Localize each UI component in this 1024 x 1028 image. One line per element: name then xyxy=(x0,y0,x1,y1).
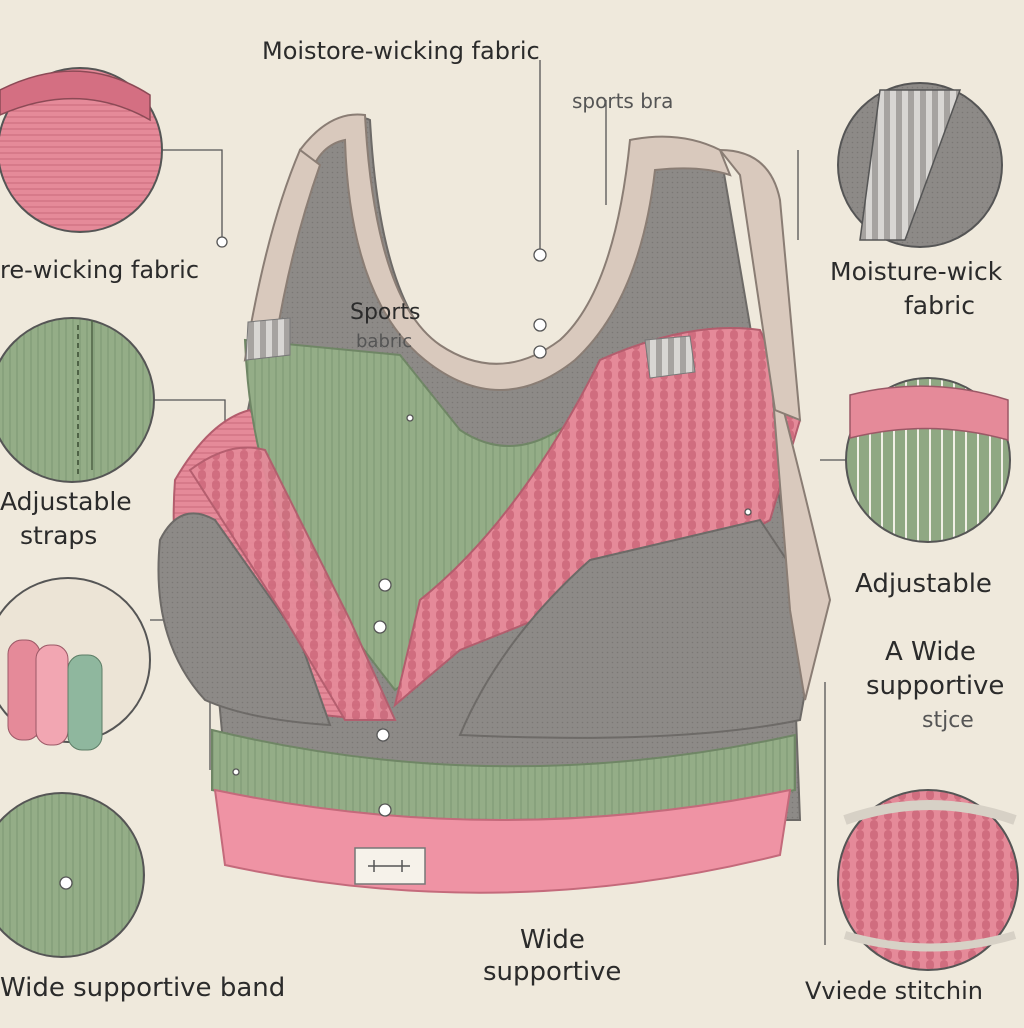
label-sports: Sports xyxy=(350,300,421,325)
detail-circle-left-3 xyxy=(0,577,151,751)
label-left-wicking: re-wicking fabric xyxy=(0,256,200,284)
pointer-dot xyxy=(216,236,228,248)
detail-circle-right-3 xyxy=(837,789,1019,971)
pointer-dot xyxy=(744,508,752,516)
label-right-wide-3: stjce xyxy=(922,708,974,733)
label-left-adjustable-2: straps xyxy=(20,521,98,550)
button-dot xyxy=(533,248,547,262)
label-bottom-right: Vviede stitchin xyxy=(805,977,983,1005)
label-right-wide-1: A Wide xyxy=(885,637,976,667)
label-bottom-center-2: supportive xyxy=(483,957,622,987)
label-bottom-left: Wide supportive band xyxy=(0,973,286,1003)
detail-circle-right-2 xyxy=(845,377,1011,543)
label-top-title: Moistore-wicking fabric xyxy=(262,37,540,65)
button-dot xyxy=(378,803,392,817)
button-dot xyxy=(376,728,390,742)
pointer-dot xyxy=(406,414,414,422)
button-dot xyxy=(533,318,547,332)
detail-circle-right-1 xyxy=(837,82,1003,248)
pointer-dot xyxy=(232,768,240,776)
detail-circle-left-4 xyxy=(0,792,145,958)
button-dot xyxy=(378,578,392,592)
label-bottom-center-1: Wide xyxy=(520,925,585,955)
detail-circle-left-2 xyxy=(0,317,155,483)
label-right-wide-2: supportive xyxy=(866,671,1005,701)
label-right-wicking-1: Moisture-wick xyxy=(830,257,1003,286)
sports-bra xyxy=(157,113,832,894)
label-right-wicking-2: fabric xyxy=(904,291,975,320)
detail-circle-left-1 xyxy=(0,67,163,233)
button-dot xyxy=(533,345,547,359)
label-sports-bra: sports bra xyxy=(572,89,674,113)
label-right-adjustable: Adjustable xyxy=(855,569,992,599)
button-dot xyxy=(373,620,387,634)
label-babric: babric xyxy=(356,331,413,352)
care-tag-icon xyxy=(354,847,426,885)
label-left-adjustable-1: Adjustable xyxy=(0,487,132,516)
